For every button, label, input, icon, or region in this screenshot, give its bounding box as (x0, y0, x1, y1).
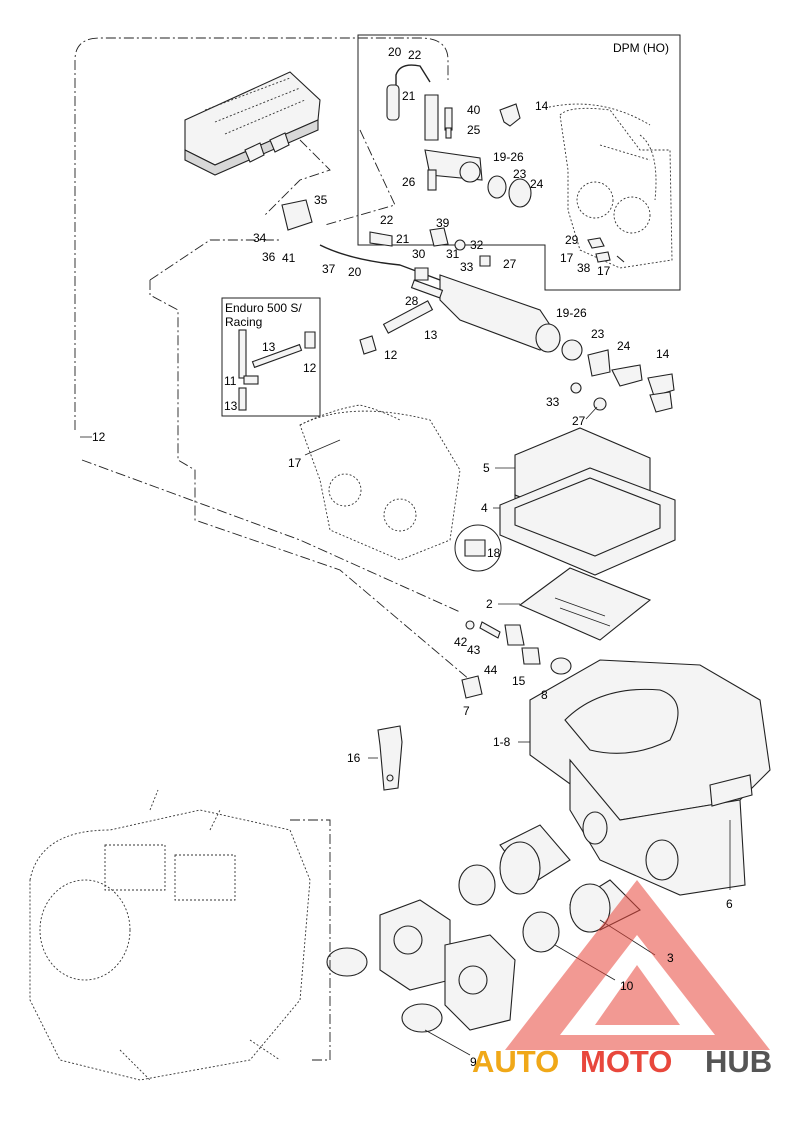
routing-lines (74, 37, 471, 681)
callout-33-low: 33 (546, 395, 560, 409)
callout-5: 5 (483, 461, 490, 475)
callout-1-8: 1-8 (493, 735, 511, 749)
callout-24-top: 24 (530, 177, 544, 191)
watermark-text: AUTO MOTO HUB (472, 1044, 772, 1079)
callout-31: 31 (446, 247, 460, 261)
callout-23-top: 23 (513, 167, 527, 181)
callout-20-top: 20 (388, 45, 402, 59)
callout-14-mid: 14 (656, 347, 670, 361)
valve-assembly-main (281, 199, 675, 413)
callout-25: 25 (467, 123, 481, 137)
callout-11-box: 11 (224, 374, 237, 388)
inset-enduro-title-2: Racing (225, 315, 262, 329)
callout-7: 7 (463, 704, 470, 718)
callout-39: 39 (436, 216, 450, 230)
callout-17-left: 17 (288, 456, 302, 470)
callouts: 20 22 21 40 25 14 19-26 23 24 26 35 34 3… (92, 45, 733, 1069)
callout-29: 29 (565, 233, 579, 247)
rubber-boots (326, 824, 641, 1033)
carburetors-bottom (379, 899, 516, 1031)
callout-37: 37 (322, 262, 336, 276)
callout-9: 9 (470, 1055, 477, 1069)
engine-ghost-bottom (29, 789, 331, 1081)
callout-3: 3 (667, 951, 674, 965)
callout-14-top: 14 (535, 99, 549, 113)
callout-19-26-mid: 19-26 (556, 306, 587, 320)
intake-cover-top (184, 71, 321, 176)
callout-15: 15 (512, 674, 526, 688)
callout-17-right2: 17 (597, 264, 611, 278)
callout-17-right: 17 (560, 251, 574, 265)
callout-12-left: 12 (92, 430, 106, 444)
fittings (461, 620, 572, 699)
watermark-logo (505, 880, 770, 1050)
inset-enduro-title-1: Enduro 500 S/ (225, 301, 302, 315)
callout-22-mid: 22 (380, 213, 394, 227)
callout-13-main: 13 (424, 328, 438, 342)
callout-13-box-b: 13 (224, 399, 238, 413)
filter-pads (499, 427, 676, 641)
callout-21-mid: 21 (396, 232, 410, 246)
callout-13-box-a: 13 (262, 340, 276, 354)
inset-enduro: Enduro 500 S/ Racing (221, 297, 321, 417)
callout-12-box: 12 (303, 361, 317, 375)
callout-36: 36 (262, 250, 276, 264)
callout-21-top: 21 (402, 89, 416, 103)
callout-44: 44 (484, 663, 498, 677)
callout-32: 32 (470, 238, 484, 252)
callout-41: 41 (282, 251, 296, 265)
watermark-moto: MOTO (580, 1044, 672, 1079)
callout-2: 2 (486, 597, 493, 611)
callout-43: 43 (467, 643, 481, 657)
callout-34: 34 (253, 231, 267, 245)
callout-38: 38 (577, 261, 591, 275)
watermark-triangle-icon (505, 880, 770, 1050)
callout-4: 4 (481, 501, 488, 515)
callout-16: 16 (347, 751, 361, 765)
callout-18: 18 (487, 546, 501, 560)
bracket-16 (377, 725, 403, 791)
callout-40: 40 (467, 103, 481, 117)
callout-35: 35 (314, 193, 328, 207)
inset-dpm-title: DPM (HO) (613, 41, 669, 55)
callout-30: 30 (412, 247, 426, 261)
watermark-hub: HUB (705, 1044, 772, 1079)
callout-24-mid: 24 (617, 339, 631, 353)
callout-23-mid: 23 (591, 327, 605, 341)
callout-28: 28 (405, 294, 419, 308)
engine-ghost-inset (544, 103, 673, 269)
valve-assembly-dpm (386, 64, 625, 263)
callout-10: 10 (620, 979, 634, 993)
callout-20-mid: 20 (348, 265, 362, 279)
callout-33-mid: 33 (460, 260, 474, 274)
carburetor-ghost-mid (299, 404, 502, 572)
callout-26-top: 26 (402, 175, 416, 189)
callout-22-top: 22 (408, 48, 422, 62)
inset-dpm-ho: DPM (HO) (357, 34, 681, 291)
callout-27-mid: 27 (503, 257, 517, 271)
watermark-auto: AUTO (472, 1044, 559, 1079)
callout-27-low: 27 (572, 414, 586, 428)
callout-42: 42 (454, 635, 468, 649)
callout-6: 6 (726, 897, 733, 911)
air-silencer-box (529, 659, 771, 896)
callout-12-mid: 12 (384, 348, 398, 362)
callout-19-26-top: 19-26 (493, 150, 524, 164)
callout-8: 8 (541, 688, 548, 702)
